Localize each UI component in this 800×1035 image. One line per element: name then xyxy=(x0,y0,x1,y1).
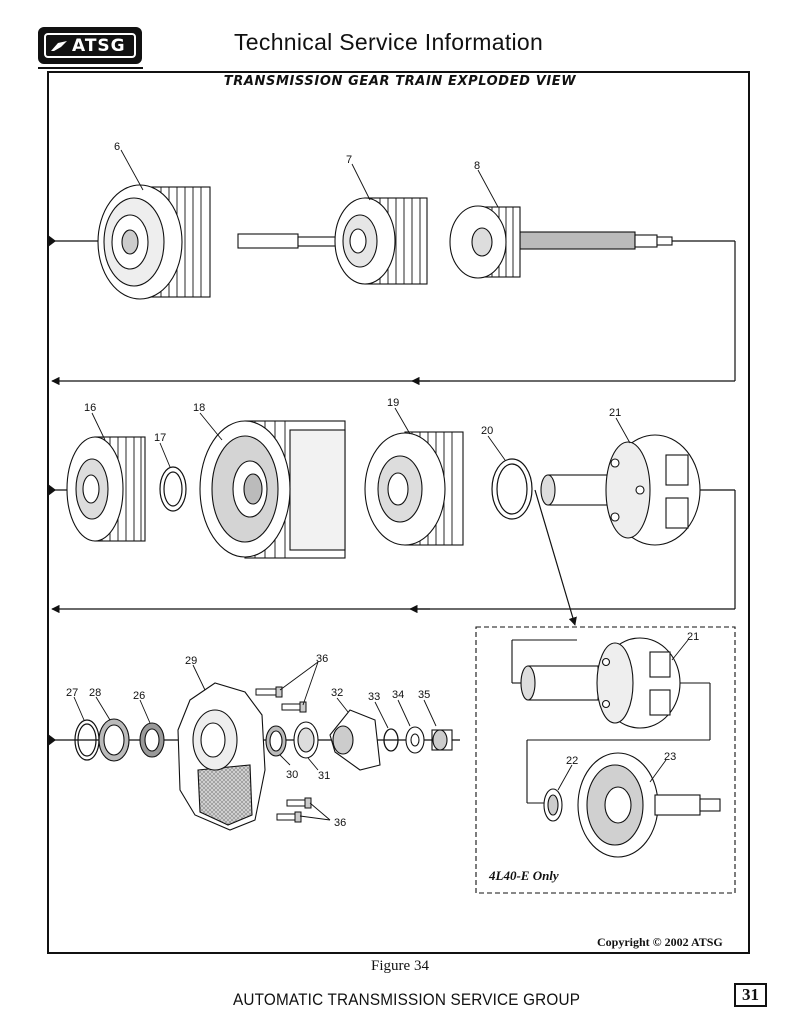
part-21-planetary-carrier xyxy=(540,434,701,546)
part-26-bearing xyxy=(139,722,165,758)
callout-31: 31 xyxy=(318,770,330,782)
part-8-planetary xyxy=(449,205,521,279)
callout-17: 17 xyxy=(154,432,166,444)
callout-36-bottom: 36 xyxy=(334,817,346,829)
callout-33: 33 xyxy=(368,691,380,703)
part-21-inset-carrier xyxy=(520,637,681,729)
callout-30: 30 xyxy=(286,769,298,781)
diagram-title: TRANSMISSION GEAR TRAIN EXPLODED VIEW xyxy=(223,74,577,89)
part-23-ring-gear-shaft xyxy=(577,752,721,858)
callout-34: 34 xyxy=(392,689,404,701)
part-29-extension-housing xyxy=(177,682,266,831)
callout-19: 19 xyxy=(387,397,399,409)
callout-28: 28 xyxy=(89,687,101,699)
part-32-output-flange xyxy=(329,709,381,771)
callout-16: 16 xyxy=(84,402,96,414)
figure-caption: Figure 34 xyxy=(371,958,429,974)
callout-29: 29 xyxy=(185,655,197,667)
callout-27: 27 xyxy=(66,687,78,699)
inset-leaders xyxy=(557,639,689,791)
part-17-snap-ring xyxy=(159,466,187,512)
part-20-thrust-washer xyxy=(491,458,533,520)
callout-36-top: 36 xyxy=(316,653,328,665)
row2-flow-lines xyxy=(48,489,736,626)
header-underline xyxy=(38,67,143,69)
callout-23: 23 xyxy=(664,751,676,763)
callout-32: 32 xyxy=(331,687,343,699)
part-36-bolts xyxy=(255,686,312,823)
callout-7: 7 xyxy=(346,154,352,166)
callout-21-inset: 21 xyxy=(687,631,699,643)
part-35-nut xyxy=(431,729,453,751)
atsg-logo-badge: ATSG xyxy=(44,33,136,58)
callout-22: 22 xyxy=(566,755,578,767)
callout-18: 18 xyxy=(193,402,205,414)
callout-26: 26 xyxy=(133,690,145,702)
part-19-clutch-assembly xyxy=(364,431,464,546)
row3-leaders xyxy=(73,661,437,821)
row1-entry-arrow xyxy=(48,235,56,247)
atsg-logo: ATSG xyxy=(38,27,142,64)
wing-icon xyxy=(51,40,67,51)
page-number: 31 xyxy=(734,983,767,1007)
row2-entry-arrow xyxy=(48,484,56,496)
part-34-washer xyxy=(405,726,425,754)
part-30-bearing xyxy=(265,725,287,757)
variant-inset-box xyxy=(475,626,736,894)
logo-text: ATSG xyxy=(72,35,126,56)
callout-35: 35 xyxy=(418,689,430,701)
part-33-o-ring xyxy=(383,728,399,752)
callout-8: 8 xyxy=(474,160,480,172)
part-6-clutch-drum xyxy=(97,184,211,300)
variant-label: 4L40-E Only xyxy=(489,868,559,883)
row1-leaders xyxy=(120,149,499,208)
row3-entry-arrow xyxy=(48,734,56,746)
part-28-bearing xyxy=(98,718,130,762)
row2-leaders xyxy=(91,407,631,468)
row1-flow-lines xyxy=(48,240,736,386)
callout-21: 21 xyxy=(609,407,621,419)
copyright: Copyright © 2002 ATSG xyxy=(597,935,723,949)
inset-flow-lines xyxy=(511,639,711,804)
part-7-clutch-pack xyxy=(334,197,428,285)
part-18-clutch-housing xyxy=(199,420,346,559)
page-title: Technical Service Information xyxy=(234,29,544,55)
part-16-sun-gear xyxy=(66,436,146,542)
callout-20: 20 xyxy=(481,425,493,437)
diagram-frame xyxy=(47,71,750,954)
part-22-thrust-washer xyxy=(543,788,563,822)
part-31-seal xyxy=(293,721,319,759)
footer-organization: AUTOMATIC TRANSMISSION SERVICE GROUP xyxy=(233,990,581,1009)
callout-6: 6 xyxy=(114,141,120,153)
